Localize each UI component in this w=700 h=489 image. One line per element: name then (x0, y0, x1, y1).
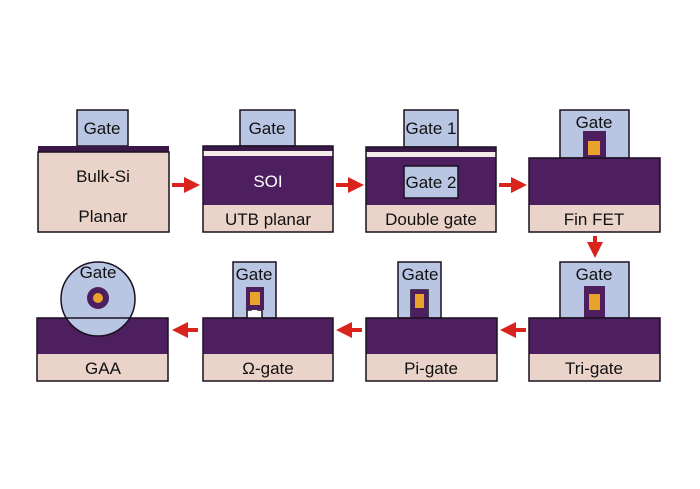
gate1-label: Gate 1 (405, 119, 456, 138)
panel-gaa: Gate GAA (36, 261, 169, 382)
body-label: SOI (253, 172, 282, 191)
panel-name: Planar (78, 207, 127, 226)
panel-name: Double gate (385, 210, 477, 229)
panel-name: Tri-gate (565, 359, 623, 378)
gate-label: Gate (576, 265, 613, 284)
panel-name: UTB planar (225, 210, 311, 229)
panel-name: GAA (85, 359, 122, 378)
panel-tri-gate: Gate Tri-gate (528, 261, 661, 382)
gate-label: Gate (236, 265, 273, 284)
fin (250, 292, 260, 305)
panel-utb-planar: Gate SOI UTB planar (202, 109, 334, 233)
panel-pi-gate: Gate Pi-gate (365, 261, 498, 382)
panel-omega-gate: Gate Ω-gate (202, 261, 334, 382)
panel-name: Ω-gate (242, 359, 293, 378)
nanowire (93, 293, 103, 303)
panel-name: Fin FET (564, 210, 624, 229)
gate-label: Gate (576, 113, 613, 132)
fin (589, 294, 600, 310)
panel-planar: Gate Bulk-Si Planar (37, 109, 170, 233)
fin (415, 294, 424, 308)
gate-label: Gate (80, 263, 117, 282)
body-label: Bulk-Si (76, 167, 130, 186)
gate-label: Gate (402, 265, 439, 284)
arrows (172, 177, 603, 338)
panel-finfet: Gate Fin FET (528, 109, 661, 233)
panel-double-gate: Gate 1 Gate 2 Double gate (365, 109, 497, 233)
fin (588, 141, 600, 155)
gate-label: Gate (84, 119, 121, 138)
gate-label: Gate (249, 119, 286, 138)
gate2-label: Gate 2 (405, 173, 456, 192)
panel-name: Pi-gate (404, 359, 458, 378)
